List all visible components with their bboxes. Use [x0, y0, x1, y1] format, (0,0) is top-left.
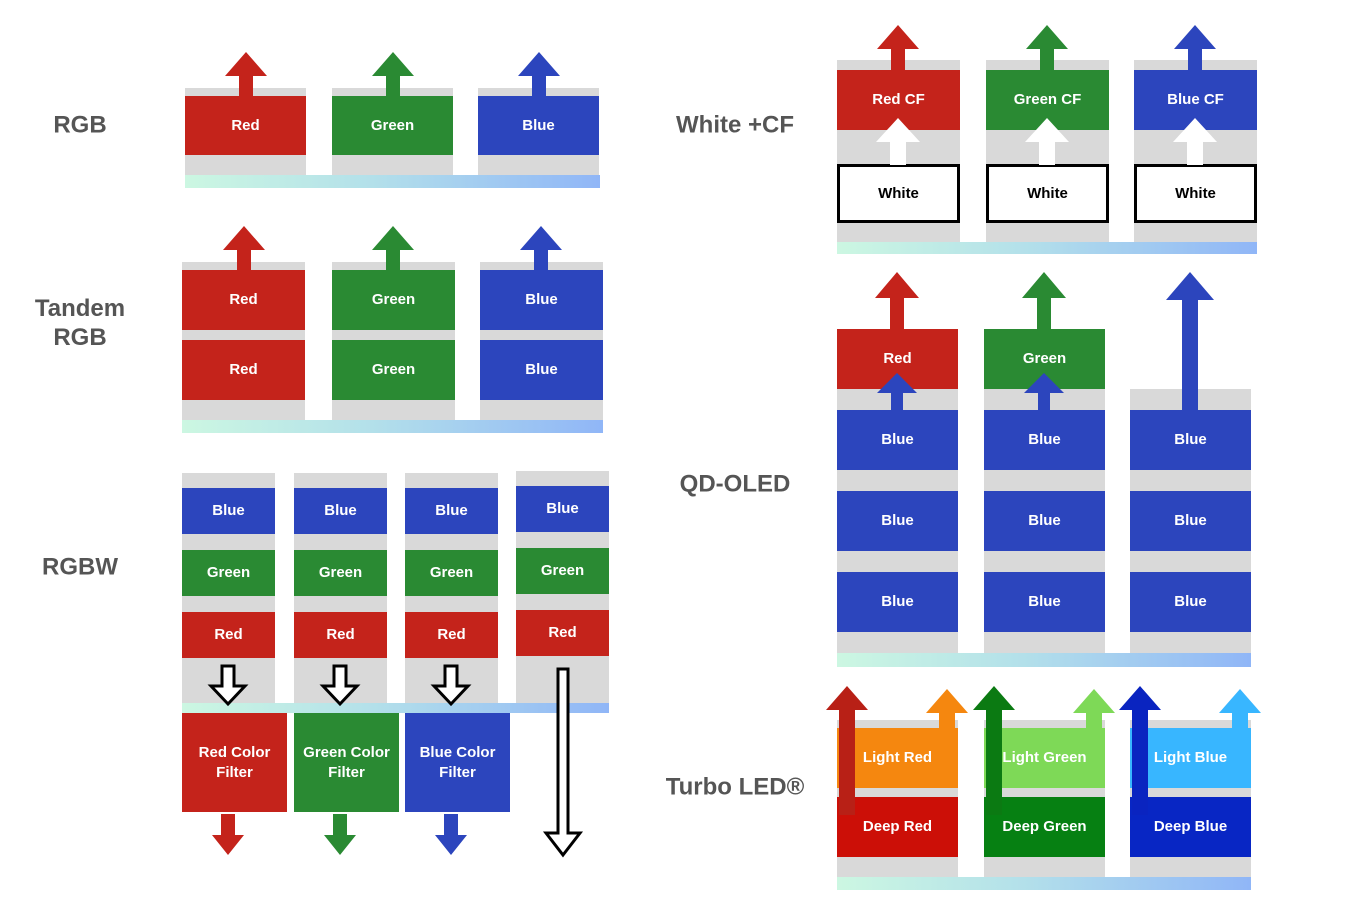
- backplane-gradient-bar: [182, 703, 609, 713]
- blue-color-filter: Blue CF: [1134, 70, 1257, 130]
- quantum-dot-red: Red: [837, 329, 958, 389]
- deep-red-layer: Deep Red: [837, 797, 958, 857]
- backplane-gradient-bar: [837, 653, 1251, 667]
- red-up-arrow-icon: [875, 272, 919, 329]
- rgbw-blue-layer: Blue: [294, 488, 387, 534]
- red-color-filter: Red Color Filter: [182, 713, 287, 812]
- qd-blue-layer: Blue: [1130, 572, 1251, 632]
- white-cf-label: White +CF: [676, 111, 794, 139]
- green-up-arrow-icon: [1022, 272, 1066, 329]
- turbo-led-label: Turbo LED®: [665, 773, 805, 801]
- tandem-bottom-blue: Blue: [480, 340, 603, 400]
- deep-blue-layer: Deep Blue: [1130, 797, 1251, 857]
- qd-blue-layer: Blue: [837, 491, 958, 551]
- light-red-layer: Light Red: [837, 728, 958, 788]
- white-oled-layer: White: [1134, 164, 1257, 223]
- rgbw-green-layer: Green: [294, 550, 387, 596]
- qd-blue-layer: Blue: [837, 410, 958, 470]
- backplane-gradient-bar: [185, 175, 600, 188]
- tandem-bottom-green: Green: [332, 340, 455, 400]
- tandem-label-line1: Tandem: [34, 295, 126, 322]
- rgbw-red-layer: Red: [516, 610, 609, 656]
- light-blue-layer: Light Blue: [1130, 728, 1251, 788]
- green-color-filter: Green Color Filter: [294, 713, 399, 812]
- rgbw-blue-layer: Blue: [405, 488, 498, 534]
- white-oled-layer: White: [986, 164, 1109, 223]
- deep-green-layer: Deep Green: [984, 797, 1105, 857]
- red-down-arrow-icon: [212, 814, 244, 855]
- red-color-filter: Red CF: [837, 70, 960, 130]
- rgbw-label: RGBW: [42, 553, 118, 581]
- tandem-top-blue: Blue: [480, 270, 603, 330]
- rgbw-blue-layer: Blue: [182, 488, 275, 534]
- white-oled-layer: White: [837, 164, 960, 223]
- tandem-bottom-red: Red: [182, 340, 305, 400]
- light-green-layer: Light Green: [984, 728, 1105, 788]
- rgb-green-subpixel: Green: [332, 96, 453, 155]
- qd-blue-layer: Blue: [984, 491, 1105, 551]
- qd-blue-layer: Blue: [1130, 491, 1251, 551]
- qd-blue-layer: Blue: [837, 572, 958, 632]
- rgb-red-subpixel: Red: [185, 96, 306, 155]
- backplane-gradient-bar: [837, 877, 1251, 890]
- rgbw-green-layer: Green: [516, 548, 609, 594]
- qd-blue-layer: Blue: [1130, 410, 1251, 470]
- rgbw-green-layer: Green: [182, 550, 275, 596]
- tandem-label-line2: RGB: [53, 324, 107, 351]
- green-color-filter: Green CF: [986, 70, 1109, 130]
- rgbw-green-layer: Green: [405, 550, 498, 596]
- qd-blue-layer: Blue: [984, 572, 1105, 632]
- rgb-blue-subpixel: Blue: [478, 96, 599, 155]
- qd-oled-label: QD-OLED: [679, 470, 791, 498]
- green-down-arrow-icon: [324, 814, 356, 855]
- qd-blue-layer: Blue: [984, 410, 1105, 470]
- blue-color-filter: Blue Color Filter: [405, 713, 510, 812]
- tandem-top-green: Green: [332, 270, 455, 330]
- rgbw-red-layer: Red: [182, 612, 275, 658]
- rgbw-red-layer: Red: [405, 612, 498, 658]
- rgb-label: RGB: [53, 111, 107, 139]
- quantum-dot-green: Green: [984, 329, 1105, 389]
- blue-down-arrow-icon: [435, 814, 467, 855]
- rgbw-blue-layer: Blue: [516, 486, 609, 532]
- backplane-gradient-bar: [837, 242, 1257, 254]
- rgbw-red-layer: Red: [294, 612, 387, 658]
- backplane-gradient-bar: [182, 420, 603, 433]
- tandem-top-red: Red: [182, 270, 305, 330]
